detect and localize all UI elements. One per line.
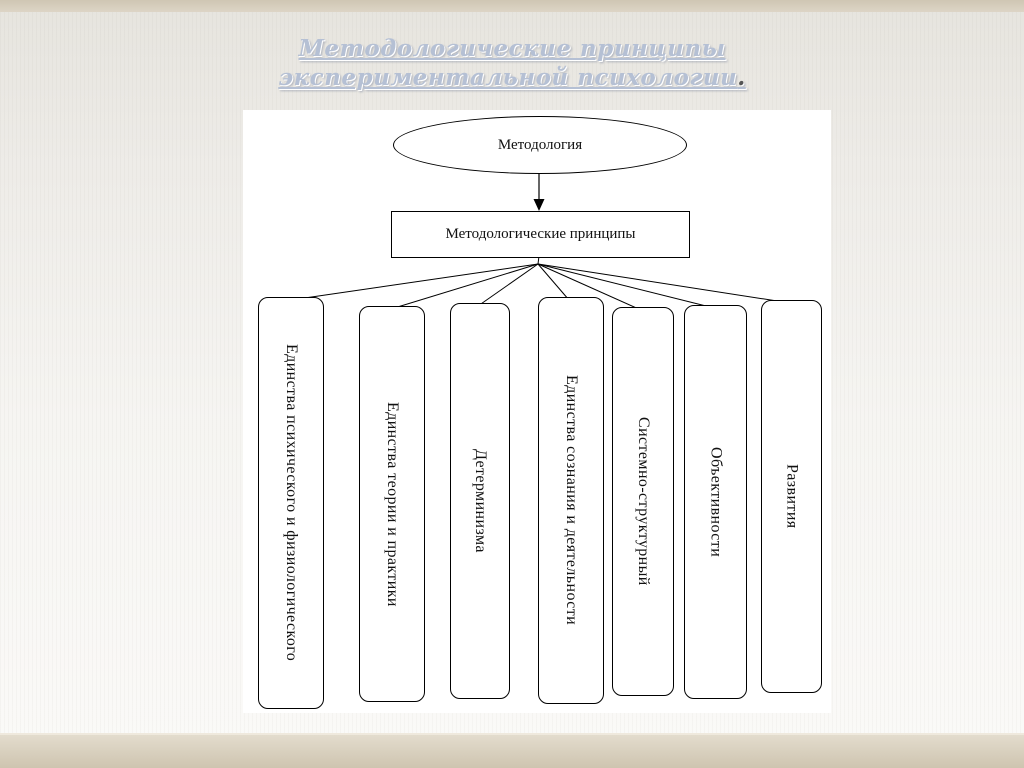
slide-title-main: Методологические принципы эксперименталь…: [278, 35, 738, 92]
node-principle-4-label: Единства сознания и деятельности: [563, 375, 580, 626]
slide-title-text: Методологические принципы эксперименталь…: [192, 34, 832, 93]
node-methodological-principles: Методологические принципы: [391, 211, 690, 258]
node-principle-3: Детерминизма: [450, 303, 510, 699]
slide-bottom-border: [0, 733, 1024, 768]
node-principle-3-label: Детерминизма: [472, 449, 489, 553]
node-principle-6: Объективности: [684, 305, 747, 699]
node-principle-4: Единства сознания и деятельности: [538, 297, 604, 704]
slide-title-period: .: [737, 64, 746, 92]
node-methodology-label: Методология: [497, 136, 583, 153]
node-principle-6-label: Объективности: [707, 446, 725, 558]
node-principle-1-label: Единства психического и физиологического: [283, 344, 300, 662]
node-principle-5-label: Системно-структурный: [635, 417, 652, 586]
node-principle-1: Единства психического и физиологического: [258, 297, 324, 709]
node-methodology: Методология: [393, 116, 687, 174]
node-principle-2: Единства теории и практики: [359, 306, 425, 702]
slide-title: Методологические принципы эксперименталь…: [0, 34, 1024, 93]
slide-top-border: [0, 0, 1024, 12]
node-principle-7-label: Развития: [783, 464, 801, 529]
node-principle-7: Развития: [761, 300, 822, 693]
node-principle-2-label: Единства теории и практики: [384, 401, 401, 607]
node-methodological-principles-label: Методологические принципы: [445, 226, 636, 242]
node-principle-5: Системно-структурный: [612, 307, 674, 696]
